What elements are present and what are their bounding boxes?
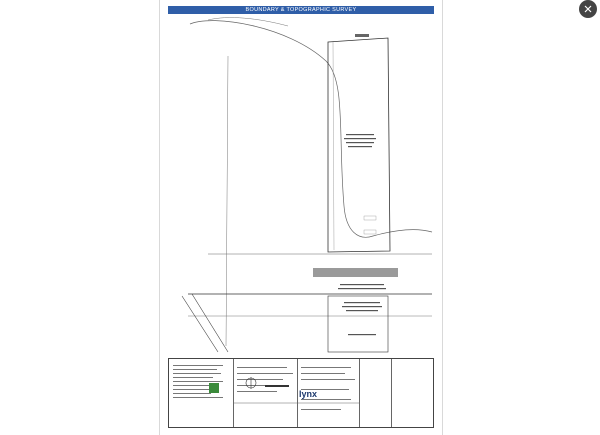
diagonal-road-a [181, 295, 219, 353]
lower-parcel [327, 295, 389, 353]
company-logo: lynx [299, 389, 318, 399]
road-curve [189, 20, 433, 238]
top-monument [355, 34, 369, 37]
diagonal-road-b [191, 293, 229, 353]
document-title: BOUNDARY & TOPOGRAPHIC SURVEY [168, 6, 434, 14]
annotation-marks [338, 134, 386, 336]
reference-line [225, 55, 229, 347]
close-icon[interactable] [579, 0, 597, 18]
annotation-box [363, 215, 377, 221]
annotation-box-2 [363, 229, 377, 235]
title-block: lynx [168, 358, 434, 428]
title-block-graphics [173, 365, 359, 410]
close-button[interactable] [576, 0, 600, 18]
road-curve-2 [207, 17, 289, 27]
survey-sheet: BOUNDARY & TOPOGRAPHIC SURVEY [159, 0, 443, 435]
parcel-inner-line [332, 41, 335, 251]
road-hatch [313, 268, 398, 277]
parcel-boundary [327, 37, 391, 253]
survey-drawing [181, 17, 433, 353]
